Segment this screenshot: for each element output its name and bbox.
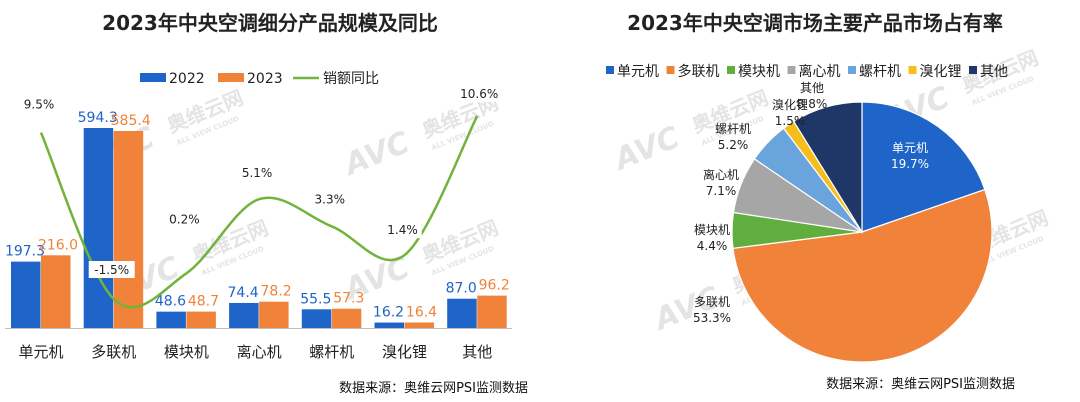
bar-value-label-2023-模块机: 48.7 bbox=[188, 294, 219, 310]
watermark-brand: AVC bbox=[648, 280, 725, 338]
bar-2022-溴化锂 bbox=[374, 322, 404, 328]
yoy-label-其他: 10.6% bbox=[460, 87, 498, 101]
bar-chart-legend: 2022 2023 销额同比 bbox=[140, 71, 379, 87]
bar-value-label-2023-溴化锂: 16.4 bbox=[406, 304, 437, 320]
bar-2023-单元机 bbox=[41, 255, 71, 328]
x-tick-溴化锂: 溴化锂 bbox=[382, 343, 427, 361]
bar-value-label-2023-螺杆机: 57.3 bbox=[333, 291, 364, 307]
yoy-label-box-离心机 bbox=[237, 164, 277, 182]
pie-label-name-多联机: 多联机 bbox=[694, 295, 730, 309]
yoy-label-多联机: -1.5% bbox=[94, 263, 129, 277]
pie-legend-label-模块机: 模块机 bbox=[738, 64, 780, 80]
yoy-label-box-模块机 bbox=[165, 210, 204, 228]
bar-value-label-2022-模块机: 48.6 bbox=[155, 294, 186, 310]
pie-legend-swatch-离心机 bbox=[787, 66, 796, 74]
bar-value-label-2023-单元机: 216.0 bbox=[38, 237, 78, 253]
pie-slice-多联机 bbox=[732, 188, 993, 363]
pie-label-value-模块机: 4.4% bbox=[697, 239, 728, 253]
yoy-label-螺杆机: 3.3% bbox=[315, 192, 346, 206]
bar-2022-单元机 bbox=[11, 261, 41, 328]
pie-legend-label-其他: 其他 bbox=[980, 64, 1008, 80]
bar-value-label-2022-离心机: 74.4 bbox=[228, 285, 259, 301]
yoy-label-模块机: 0.2% bbox=[169, 212, 200, 226]
bar-2022-其他 bbox=[447, 298, 477, 328]
pie-chart-plot: 单元机 19.7% 多联机 53.3% 模块机 4.4% 离心机 7.1% 螺杆机 5.2% 溴化锂… bbox=[693, 81, 993, 363]
pie-slice-其他 bbox=[792, 101, 863, 235]
pie-source-note: 数据来源：奥维云网PSI监测数据 bbox=[826, 377, 1015, 392]
pie-label-value-溴化锂: 1.5% bbox=[775, 114, 806, 128]
legend-label-2023: 2023 bbox=[247, 71, 283, 87]
pie-legend-swatch-单元机 bbox=[606, 66, 614, 74]
bar-value-label-2022-多联机: 594.3 bbox=[78, 110, 118, 126]
pie-label-value-多联机: 53.3% bbox=[693, 311, 731, 325]
yoy-label-box-溴化锂 bbox=[383, 221, 422, 239]
pie-legend-label-螺杆机: 螺杆机 bbox=[859, 64, 901, 80]
bar-2022-离心机 bbox=[229, 302, 259, 328]
bar-value-label-2022-单元机: 197.3 bbox=[5, 244, 45, 260]
yoy-label-box-螺杆机 bbox=[310, 190, 349, 208]
yoy-label-box-单元机 bbox=[19, 95, 59, 113]
watermark-brand: AVC bbox=[608, 120, 685, 178]
bar-chart-title: 2023年中央空调细分产品规模及同比 bbox=[102, 11, 438, 35]
pie-label-name-模块机: 模块机 bbox=[694, 223, 730, 237]
x-tick-离心机: 离心机 bbox=[237, 343, 282, 361]
pie-label-name-单元机: 单元机 bbox=[892, 141, 928, 155]
yoy-label-box-其他 bbox=[456, 85, 503, 102]
bar-value-label-2022-溴化锂: 16.2 bbox=[373, 305, 404, 321]
x-tick-多联机: 多联机 bbox=[91, 343, 136, 361]
bar-value-label-2022-螺杆机: 55.5 bbox=[300, 291, 331, 307]
yoy-label-溴化锂: 1.4% bbox=[387, 223, 418, 237]
x-tick-模块机: 模块机 bbox=[164, 343, 209, 361]
bar-value-label-2023-多联机: 585.4 bbox=[111, 113, 151, 129]
bar-2023-离心机 bbox=[259, 301, 289, 328]
yoy-label-离心机: 5.1% bbox=[242, 166, 273, 180]
pie-chart-title: 2023年中央空调市场主要产品市场占有率 bbox=[627, 11, 1003, 35]
bar-2023-溴化锂 bbox=[404, 322, 434, 328]
yoy-label-单元机: 9.5% bbox=[24, 98, 55, 112]
bar-2022-螺杆机 bbox=[301, 309, 332, 328]
bar-value-label-2022-其他: 87.0 bbox=[446, 281, 477, 297]
legend-swatch-2022 bbox=[140, 73, 166, 82]
bar-2023-多联机 bbox=[113, 130, 144, 328]
pie-chart-legend: 单元机 多联机 模块机 离心机 螺杆机 溴化锂 其他 bbox=[606, 63, 1008, 80]
pie-label-value-单元机: 19.7% bbox=[891, 157, 929, 171]
x-tick-其他: 其他 bbox=[462, 343, 492, 361]
bar-source-note: 数据来源：奥维云网PSI监测数据 bbox=[339, 381, 528, 396]
bar-2022-模块机 bbox=[156, 311, 186, 328]
legend-swatch-2023 bbox=[218, 73, 244, 82]
bar-2023-其他 bbox=[477, 295, 507, 328]
yoy-label-box-多联机 bbox=[88, 261, 135, 278]
bar-2023-模块机 bbox=[186, 311, 216, 328]
pie-label-name-其他: 其他 bbox=[800, 81, 824, 95]
pie-label-value-螺杆机: 5.2% bbox=[718, 138, 749, 152]
bar-2023-螺杆机 bbox=[331, 308, 362, 328]
pie-label-name-螺杆机: 螺杆机 bbox=[715, 122, 751, 136]
pie-legend-swatch-模块机 bbox=[727, 66, 735, 74]
bar-value-label-2023-其他: 96.2 bbox=[479, 278, 510, 294]
yoy-line bbox=[39, 115, 479, 309]
pie-legend-label-多联机: 多联机 bbox=[678, 63, 720, 80]
pie-legend-label-离心机: 离心机 bbox=[799, 63, 841, 80]
pie-label-value-其他: 8.8% bbox=[797, 97, 828, 111]
legend-label-2022: 2022 bbox=[169, 71, 205, 87]
pie-legend-swatch-螺杆机 bbox=[848, 66, 856, 74]
pie-legend-label-单元机: 单元机 bbox=[617, 64, 659, 80]
pie-legend-label-溴化锂: 溴化锂 bbox=[920, 64, 962, 80]
legend-label-yoy: 销额同比 bbox=[323, 71, 379, 87]
pie-legend-swatch-其他 bbox=[969, 66, 977, 74]
x-tick-单元机: 单元机 bbox=[18, 343, 63, 361]
x-tick-螺杆机: 螺杆机 bbox=[309, 343, 354, 361]
pie-legend-swatch-溴化锂 bbox=[908, 66, 917, 74]
pie-label-name-离心机: 离心机 bbox=[703, 167, 739, 182]
pie-label-value-离心机: 7.1% bbox=[706, 184, 737, 198]
pie-label-name-溴化锂: 溴化锂 bbox=[772, 97, 808, 112]
pie-legend-swatch-多联机 bbox=[666, 66, 675, 74]
bar-value-label-2023-离心机: 78.2 bbox=[261, 284, 292, 300]
watermark-brand: AVC bbox=[338, 125, 415, 183]
bar-2022-多联机 bbox=[83, 128, 114, 328]
